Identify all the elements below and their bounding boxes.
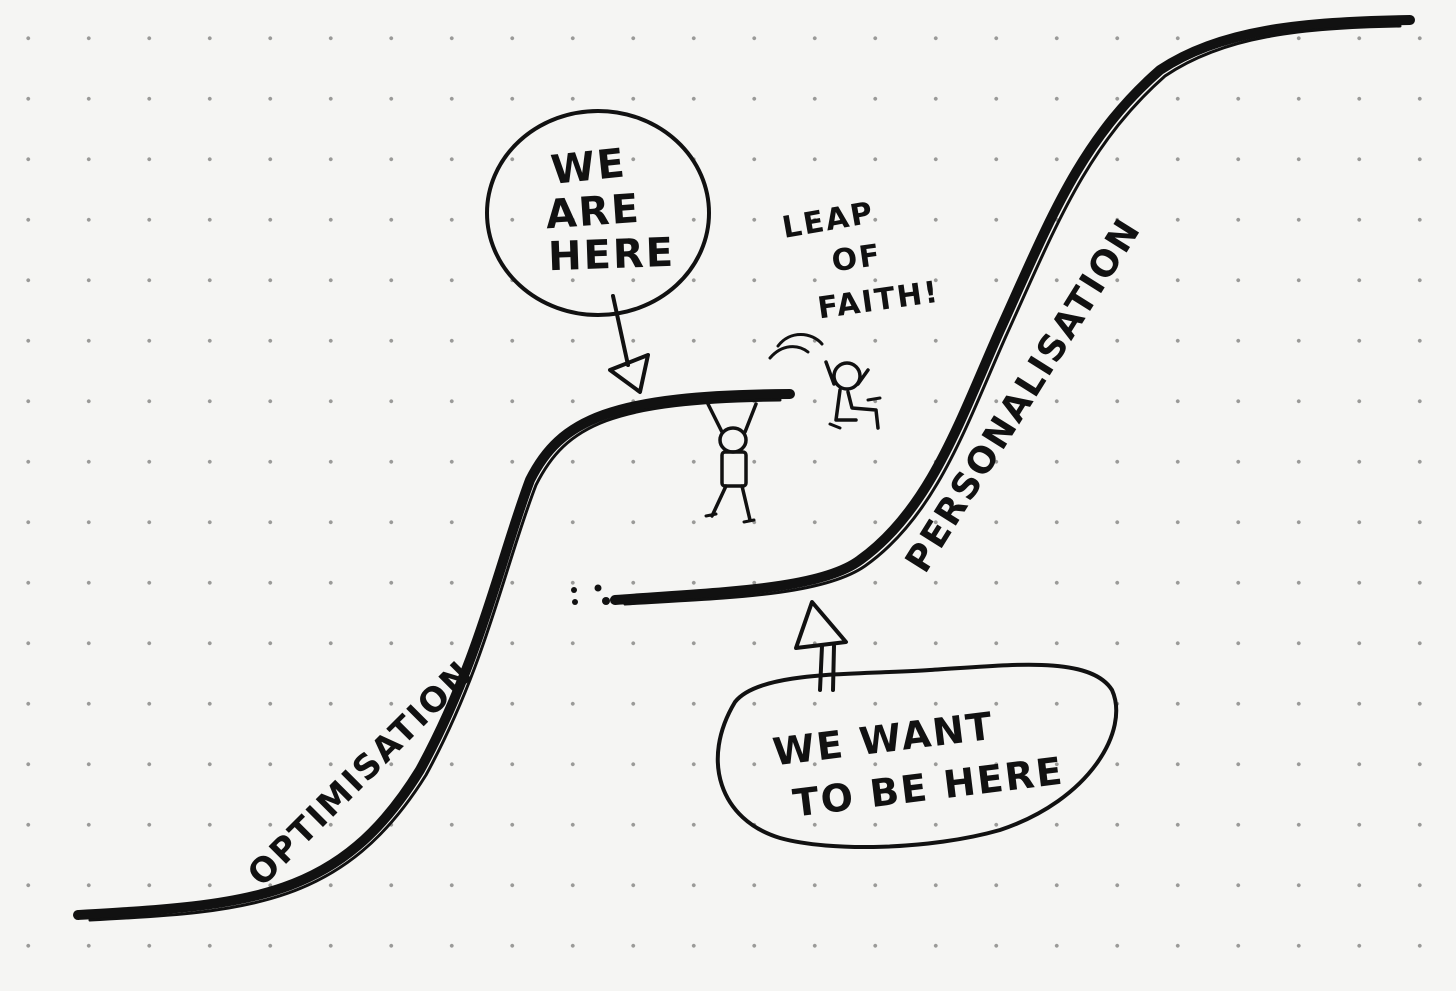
personalisation-curve: [571, 15, 1415, 606]
optimisation-label: OPTIMISATION: [240, 653, 481, 894]
leap-of-faith-callout: LEAP OF FAITH!: [780, 195, 942, 326]
curve-start-dot: [602, 597, 610, 605]
we-want-to-be-here-callout: WE WANT TO BE HERE: [715, 600, 1119, 849]
leap-of-faith-line-3: FAITH!: [815, 275, 941, 327]
we-are-here-callout: WE ARE HERE: [485, 109, 711, 394]
leap-of-faith-line-2: OF: [829, 238, 883, 280]
curve-start-dot: [572, 599, 578, 605]
we-are-here-line-2: ARE: [544, 186, 642, 239]
optimisation-curve: [73, 389, 795, 922]
leap-of-faith-line-1: LEAP: [780, 195, 877, 246]
stick-figure-leaping-icon: [768, 333, 882, 430]
curve-start-dot: [571, 587, 577, 593]
we-are-here-line-1: WE: [549, 140, 629, 194]
we-are-here-line-3: HERE: [547, 230, 675, 280]
curve-start-dot: [594, 584, 602, 592]
stick-figure-hanging-icon: [704, 402, 758, 524]
